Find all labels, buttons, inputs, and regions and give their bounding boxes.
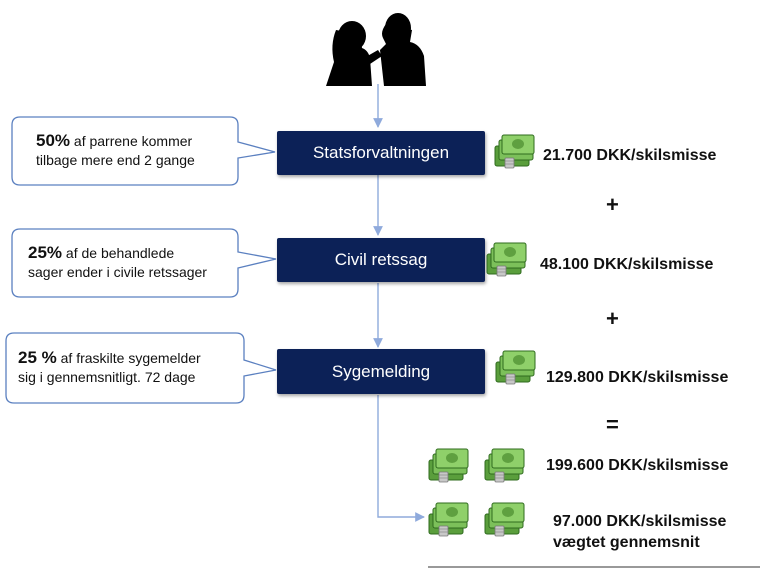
cost-total: 199.600 DKK/skilsmisse	[546, 457, 729, 474]
note-line: af parrene kommer	[73, 133, 193, 149]
cost-sygemelding: 129.800 DKK/skilsmisse	[546, 369, 729, 386]
stage-label: Sygemelding	[331, 361, 431, 381]
stage-label: Civil retssag	[334, 250, 428, 269]
stage-box-civil-retssag: Civil retssag	[277, 238, 485, 282]
callout-text-3: 25 % af fraskilte sygemelder sig i genne…	[18, 348, 240, 387]
callout-bubble-2	[11, 228, 277, 298]
stage-box-statsforvaltningen: Statsforvaltningen	[277, 131, 485, 175]
cost-civil-retssag: 48.100 DKK/skilsmisse	[540, 256, 714, 273]
weighted-cost-label: vægtet gennemsnit	[553, 534, 700, 551]
note-percent: 25%	[28, 243, 63, 262]
money-stack-icon	[493, 132, 537, 175]
connector-to-result	[377, 395, 425, 522]
note-line: sager ender i civile retssager	[28, 264, 207, 280]
callout-text-1: 50% af parrene kommer tilbage mere end 2…	[36, 131, 236, 170]
note-line: sig i gennemsnitligt. 72 dage	[18, 369, 196, 385]
equals-operator: =	[606, 412, 619, 437]
note-line: tilbage mere end 2 gange	[36, 152, 195, 168]
note-percent: 50%	[36, 131, 71, 150]
money-stack-icon	[494, 348, 538, 391]
cost-weighted: 97.000 DKK/skilsmisse vægtet gennemsnit	[553, 511, 726, 553]
stage-label: Statsforvaltningen	[312, 143, 450, 162]
arguing-couple-silhouette-icon	[326, 13, 426, 86]
money-stack-icon	[427, 446, 471, 489]
stage-box-sygemelding: Sygemelding	[277, 349, 485, 394]
plus-operator: +	[606, 306, 619, 331]
money-stack-icon	[483, 500, 527, 543]
callout-bubble-1	[11, 116, 276, 186]
note-percent: 25 %	[18, 348, 57, 367]
note-line: af fraskilte sygemelder	[60, 350, 201, 366]
callout-bubble-3	[5, 332, 277, 404]
money-stack-icon	[483, 446, 527, 489]
money-stack-icon	[485, 240, 529, 283]
plus-operator: +	[606, 192, 619, 217]
callout-text-2: 25% af de behandlede sager ender i civil…	[28, 243, 238, 282]
note-line: af de behandlede	[65, 245, 175, 261]
cost-statsforvaltningen: 21.700 DKK/skilsmisse	[543, 147, 717, 164]
weighted-cost-value: 97.000 DKK/skilsmisse	[553, 513, 727, 530]
money-stack-icon	[427, 500, 471, 543]
